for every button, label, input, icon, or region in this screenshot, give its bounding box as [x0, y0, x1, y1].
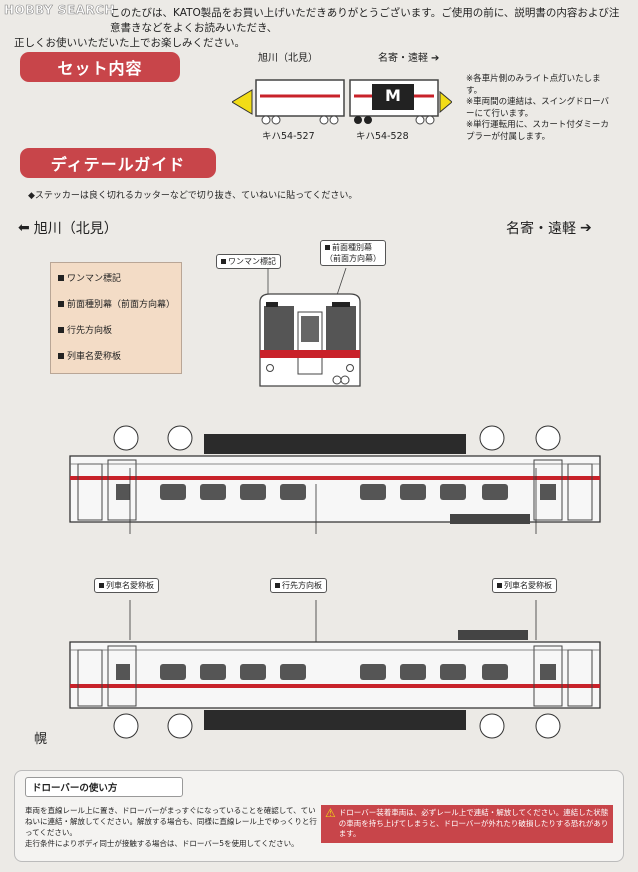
right-arrow-icon: ➔ — [580, 220, 592, 236]
note-3: ※単行運転用に、スカート付ダミーカプラーが付属します。 — [466, 120, 609, 142]
right-direction: 名寄・遠軽 — [506, 221, 576, 237]
legend-item-label: ワンマン標記 — [67, 274, 122, 284]
side-label-text: 列車名愛称板 — [106, 581, 154, 590]
headlight-right-icon — [439, 90, 452, 114]
car1-label: キハ54-527 — [262, 131, 315, 142]
note-2: ※車両間の連結は、スイングドローバーにて行います。 — [466, 97, 610, 119]
front-view-diagram — [259, 268, 361, 387]
drawbar-box: ドローバーの使い方 車両を直線レール上に置き、ドローバーがまっすぐになっているこ… — [14, 770, 624, 862]
drawbar-title: ドローバーの使い方 — [32, 783, 118, 794]
intro-line-2: 正しくお使いいただいた上でお楽しみください。 — [14, 37, 245, 49]
side-view-train-top — [69, 425, 601, 534]
side-label-text: 行先方向板 — [282, 581, 322, 590]
car1-direction: 旭川（北見） — [258, 53, 318, 64]
right-arrow-icon: ➔ — [431, 53, 440, 64]
watermark: HOBBY SEARCH — [4, 3, 115, 18]
note-1: ※各車片側のみライト点灯いたします。 — [466, 74, 601, 96]
headlight-left-icon — [232, 89, 253, 115]
side-label-train-name-right: 列車名愛称板 — [492, 578, 557, 593]
set-cars-diagram — [232, 79, 452, 125]
front-label-oneman: ワンマン標記 — [216, 254, 281, 269]
car1-icon — [255, 79, 345, 117]
car2-label: キハ54-528 — [356, 131, 409, 142]
legend-item: 行先方向板 — [58, 323, 181, 336]
sticker-note: ◆ステッカーは良く切れるカッターなどで切り抜き、ていねいに貼ってください。 — [28, 191, 358, 201]
side-label-train-name-left: 列車名愛称板 — [94, 578, 159, 593]
left-arrow-icon: ⬅ — [18, 220, 30, 236]
intro-text: このたびは、KATO製品をお買い上げいただきありがとうございます。ご使用の前に、… — [14, 6, 626, 51]
drawbar-warning-text: ドローバー装着車両は、必ずレール上で連結・解放してください。連結した状態の車両を… — [338, 808, 609, 838]
car2-direction-label: 名寄・遠軽 ➔ — [378, 52, 439, 65]
set-contents-heading: セット内容 — [20, 52, 180, 82]
detail-guide-heading-text: ディテールガイド — [50, 155, 186, 174]
front-label-destination-sub: （前面方向幕） — [325, 254, 381, 263]
set-notes: ※各車片側のみライト点灯いたします。 ※車両間の連結は、スイングドローバーにて行… — [466, 74, 616, 143]
drawbar-text-2: 走行条件によりボディ同士が接触する場合は、ドローバー5を使用してください。 — [25, 839, 299, 848]
set-contents-heading-text: セット内容 — [57, 59, 143, 78]
motor-car-box — [372, 84, 414, 110]
side-view-train-bottom — [69, 600, 601, 739]
drawbar-warning: ⚠ ドローバー装着車両は、必ずレール上で連結・解放してください。連結した状態の車… — [321, 805, 613, 843]
legend-item: ワンマン標記 — [58, 271, 181, 284]
front-label-destination: 前面種別幕 （前面方向幕） — [320, 240, 386, 266]
drawbar-title-box: ドローバーの使い方 — [25, 777, 183, 797]
legend-item-label: 前面種別幕（前面方向幕） — [67, 300, 176, 310]
side-label-text: 列車名愛称板 — [504, 581, 552, 590]
legend-box: ワンマン標記 前面種別幕（前面方向幕） 行先方向板 列車名愛称板 — [50, 262, 182, 374]
left-direction: 旭川（北見） — [33, 221, 118, 237]
legend-item: 列車名愛称板 — [58, 349, 181, 362]
legend-item-label: 行先方向板 — [67, 326, 113, 336]
detail-guide-heading: ディテールガイド — [20, 148, 216, 178]
car2-direction: 名寄・遠軽 — [378, 53, 428, 64]
horo-label: 幌 — [34, 732, 48, 747]
left-direction-label: ⬅ 旭川（北見） — [18, 218, 118, 238]
front-label-destination-text: 前面種別幕 — [332, 243, 372, 252]
legend-item-label: 列車名愛称板 — [67, 352, 122, 362]
front-label-oneman-text: ワンマン標記 — [228, 257, 276, 266]
intro-line-1: このたびは、KATO製品をお買い上げいただきありがとうございます。ご使用の前に、… — [110, 7, 620, 34]
side-label-destination: 行先方向板 — [270, 578, 327, 593]
drawbar-text: 車両を直線レール上に置き、ドローバーがまっすぐになっていることを確認して、ていね… — [25, 805, 317, 849]
warning-icon: ⚠ — [325, 806, 336, 820]
motor-mark: M — [385, 86, 401, 105]
legend-item: 前面種別幕（前面方向幕） — [58, 297, 181, 310]
right-direction-label: 名寄・遠軽 ➔ — [506, 218, 592, 238]
drawbar-text-1: 車両を直線レール上に置き、ドローバーがまっすぐになっていることを確認して、ていね… — [25, 806, 317, 837]
